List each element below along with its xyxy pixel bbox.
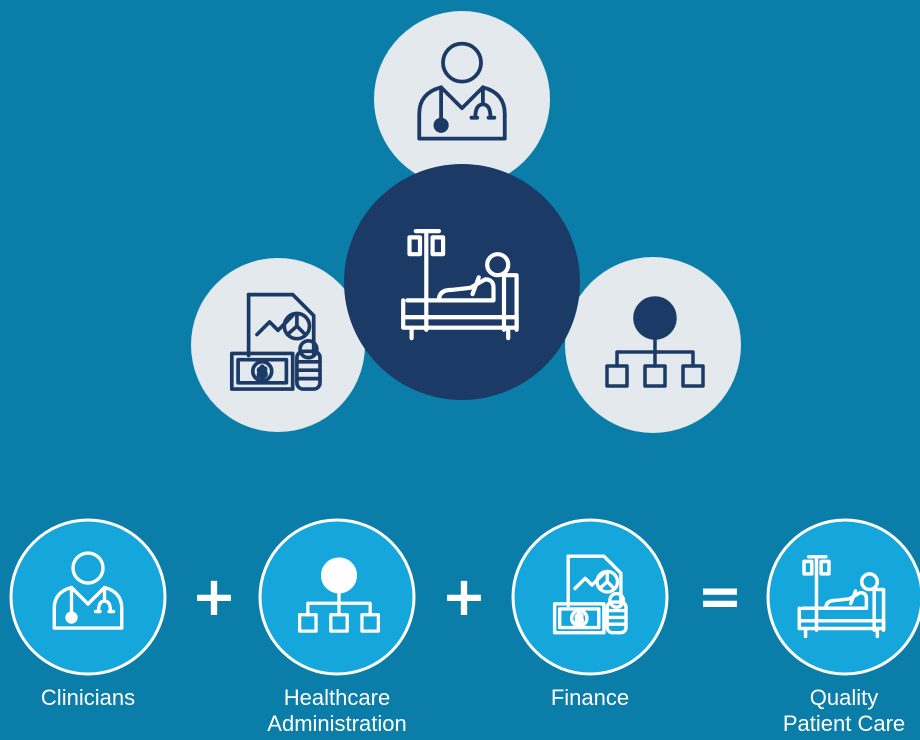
- finance-circle: [511, 518, 669, 676]
- quality-care-label: Quality Patient Care: [768, 685, 920, 737]
- top-administration-circle: [565, 257, 741, 433]
- top-finance-circle: [191, 258, 365, 432]
- quality-care-circle: [766, 518, 920, 676]
- finance-label: Finance: [550, 685, 630, 710]
- center-patient-circle: [344, 164, 580, 400]
- quality-care-label-line2: Patient Care: [782, 711, 906, 736]
- clinicians-label: Clinicians: [40, 685, 136, 710]
- clinicians-circle: [9, 518, 167, 676]
- administration-circle: [258, 518, 416, 676]
- equation-row: [9, 518, 920, 676]
- administration-label: Healthcare Administration: [237, 685, 437, 737]
- top-clinician-circle: [374, 11, 550, 187]
- plus-operator-1: +: [191, 565, 237, 628]
- plus-operator-2: +: [441, 565, 487, 628]
- administration-label-line1: Healthcare: [283, 685, 391, 710]
- quality-care-label-line1: Quality: [809, 685, 879, 710]
- administration-label-line2: Administration: [267, 711, 407, 736]
- top-cluster: [191, 11, 741, 433]
- equals-operator: =: [697, 565, 743, 628]
